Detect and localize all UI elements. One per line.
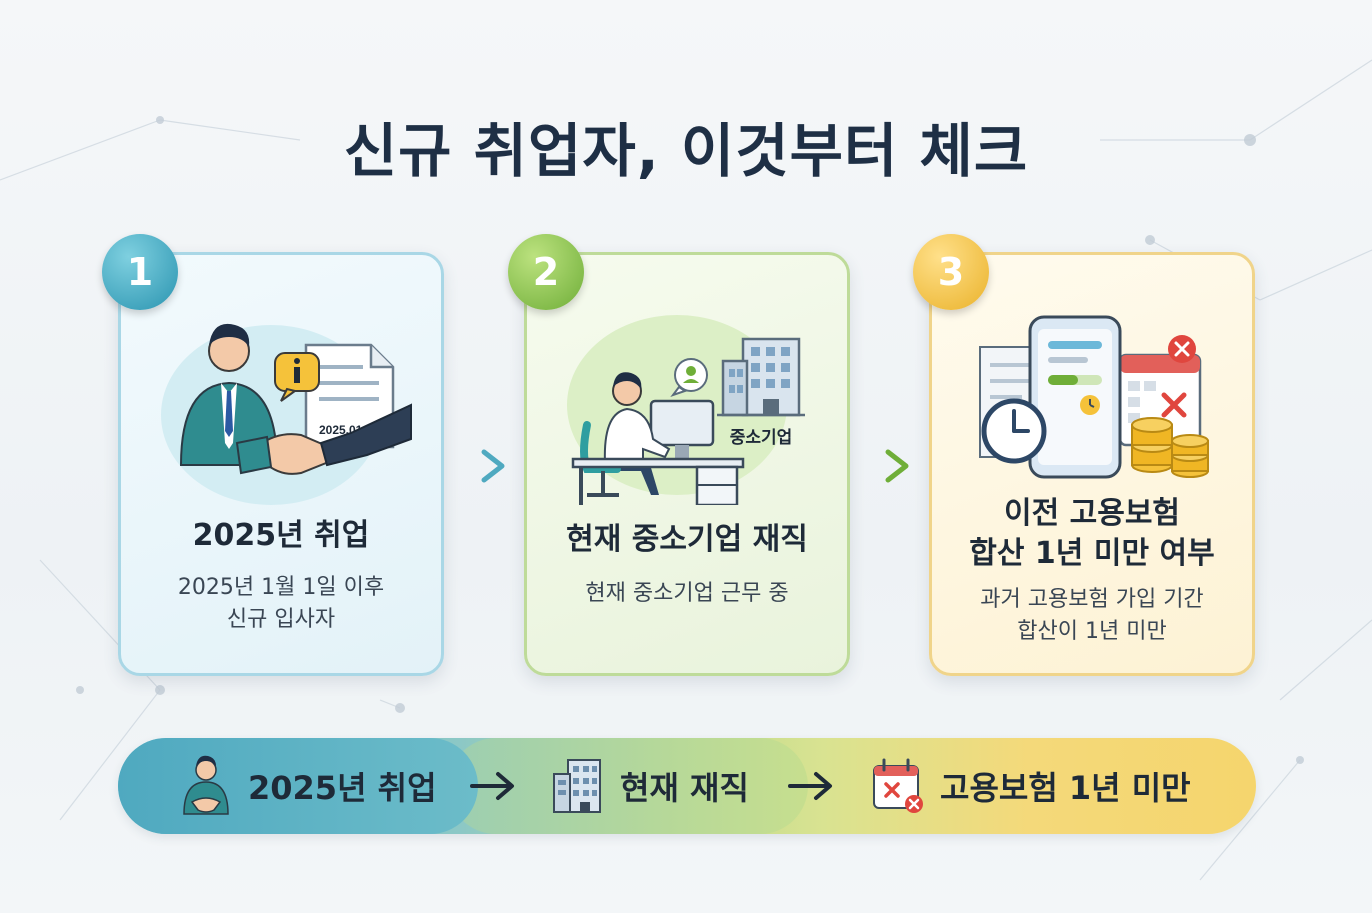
summary-label-3: 고용보험 1년 미만 [940, 769, 1191, 807]
person-icon [603, 372, 671, 495]
building-icon [553, 759, 601, 813]
handshake-illustration: 2025.01.01 [161, 323, 412, 505]
clock-icon [981, 398, 1047, 464]
monitor-icon [649, 399, 715, 459]
document-icon: 2025.01.01 [304, 343, 395, 449]
summary-bar: 2025년 취업 현재 재직 [118, 738, 1256, 834]
page-title: 신규 취업자, 이것부터 체크 [343, 117, 1029, 185]
chair-icon [580, 421, 621, 497]
arrow-right-icon [470, 772, 514, 800]
coins-icon [1131, 417, 1209, 478]
insurance-period-illustration [979, 315, 1209, 479]
step-3-desc-line-2: 합산이 1년 미만 [1017, 619, 1167, 644]
step-2-desc-line-1: 현재 중소기업 근무 중 [585, 581, 789, 606]
step-1-badge: 1 [102, 234, 178, 310]
step-3-desc-line-1: 과거 고용보험 가입 기간 [980, 587, 1204, 612]
arrow-right-icon [788, 772, 832, 800]
summary-label-2: 현재 재직 [620, 769, 749, 807]
desk-icon [571, 457, 745, 505]
chat-person-icon [670, 358, 708, 397]
office-worker-illustration: 중소기업 [567, 315, 805, 505]
step-3-title-line-2: 합산 1년 미만 여부 [969, 536, 1215, 571]
info-icon [274, 352, 320, 402]
building-label: 중소기업 [730, 428, 793, 447]
step-1-desc-line-1: 2025년 1월 1일 이후 [177, 575, 385, 600]
smartphone-icon [1028, 315, 1122, 479]
calendar-x-icon [873, 758, 923, 813]
summary-item-employment: 2025년 취업 [178, 738, 437, 834]
building-icon [717, 337, 805, 417]
step-1-desc-line-2: 신규 입사자 [226, 607, 336, 632]
step-card-1: 2025.01.01 2025년 취업 2025년 1월 1일 이후 신규 입사… [118, 252, 444, 676]
step-3-badge: 3 [913, 234, 989, 310]
step-card-3: 이전 고용보험 합산 1년 미만 여부 과거 고용보험 가입 기간 합산이 1년… [929, 252, 1255, 676]
handshake-icon [235, 403, 412, 475]
step-3-title-line-1: 이전 고용보험 [1003, 496, 1181, 531]
step-2-badge: 2 [508, 234, 584, 310]
arrow-right-icon [836, 449, 909, 483]
arrow-right-icon [432, 449, 505, 483]
summary-item-insurance: 고용보험 1년 미만 [870, 738, 1191, 834]
handshake-person-icon [183, 755, 229, 815]
step-1-title: 2025년 취업 [192, 518, 370, 553]
step-card-2: 중소기업 [524, 252, 850, 676]
summary-label-1: 2025년 취업 [248, 769, 437, 807]
summary-item-current-job: 현재 재직 [550, 738, 749, 834]
step-2-title: 현재 중소기업 재직 [566, 522, 808, 557]
